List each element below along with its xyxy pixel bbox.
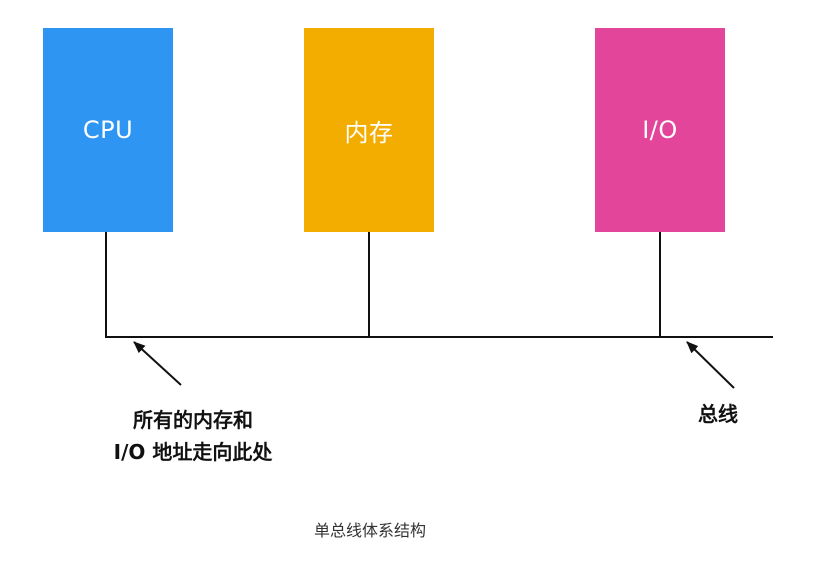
memory-label: 内存 (344, 118, 394, 147)
io-label: I/O (642, 116, 678, 144)
cpu-block: CPU (43, 28, 173, 232)
address-annotation: 所有的内存和 I/O 地址走向此处 (78, 404, 308, 468)
figure-caption: 单总线体系结构 (313, 521, 426, 540)
bus-annotation: 总线 (698, 402, 738, 426)
memory-block: 内存 (304, 28, 434, 232)
io-block: I/O (595, 28, 725, 232)
bus-arrow (686, 341, 735, 389)
cpu-label: CPU (82, 116, 134, 144)
address-annotation-line2: I/O 地址走向此处 (113, 440, 273, 464)
address-arrow (133, 341, 182, 386)
address-annotation-line1: 所有的内存和 (133, 408, 253, 432)
